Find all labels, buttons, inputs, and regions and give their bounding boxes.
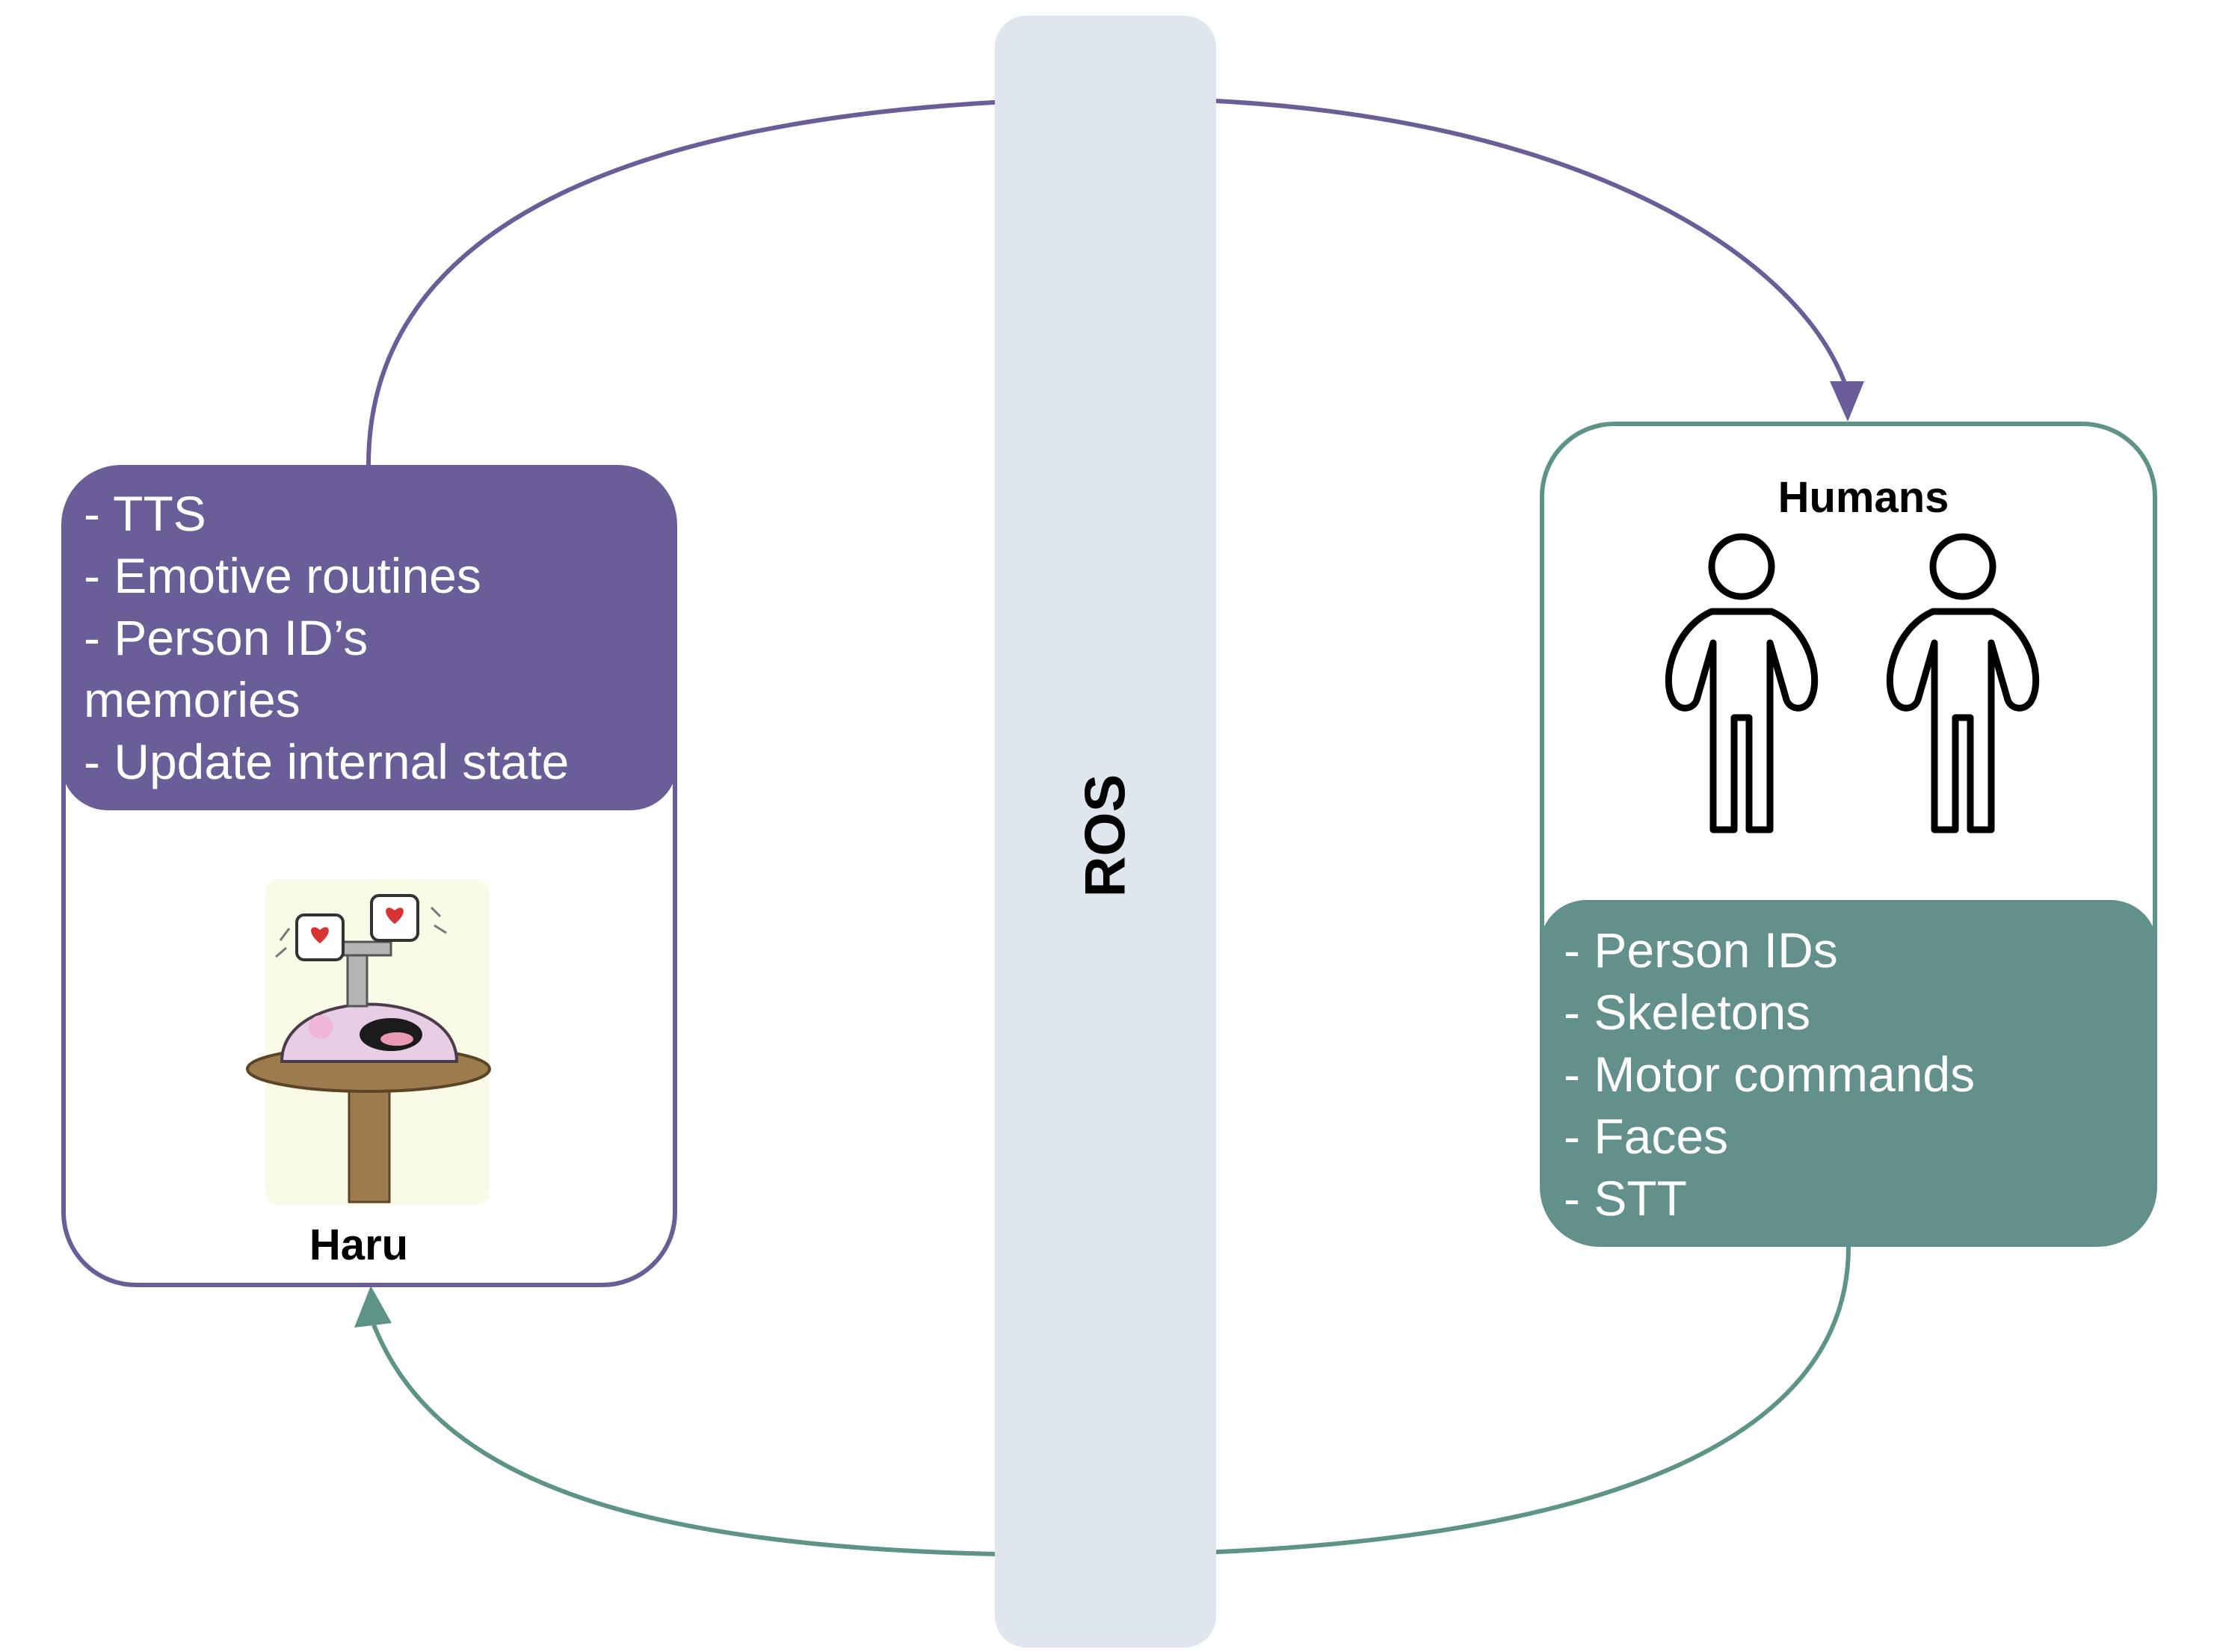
haru-item: - TTS bbox=[84, 486, 206, 541]
ros-bus-bar bbox=[995, 16, 1216, 1648]
humans-item: - Person IDs bbox=[1564, 922, 1838, 978]
haru-item: - Emotive routines bbox=[84, 548, 481, 603]
haru-capabilities-box: - TTS - Emotive routines - Person ID’s m… bbox=[61, 465, 677, 810]
humans-icons bbox=[1665, 533, 2040, 833]
humans-item: - Motor commands bbox=[1564, 1047, 1976, 1102]
humans-perception-box: - Person IDs - Skeletons - Motor command… bbox=[1540, 900, 2157, 1247]
haru-item: - Person ID’s bbox=[84, 610, 369, 665]
humans-to-haru-arrowhead bbox=[354, 1286, 392, 1328]
humans-item: - Faces bbox=[1564, 1109, 1729, 1164]
person-icon bbox=[1886, 533, 2040, 833]
humans-item: - Skeletons bbox=[1564, 984, 1811, 1040]
haru-to-humans-arrowhead bbox=[1830, 381, 1864, 422]
person-icon bbox=[1665, 533, 1819, 833]
robot-cheek bbox=[309, 1015, 333, 1039]
robot-illustration bbox=[246, 879, 491, 1205]
humans-label: Humans bbox=[1777, 473, 1949, 522]
robot-stand-post bbox=[348, 1075, 391, 1203]
ros-label: ROS bbox=[1073, 774, 1138, 898]
humans-item: - STT bbox=[1564, 1171, 1687, 1226]
haru-item: memories bbox=[84, 672, 300, 727]
haru-item: - Update internal state bbox=[84, 734, 570, 789]
haru-label: Haru bbox=[309, 1221, 409, 1269]
